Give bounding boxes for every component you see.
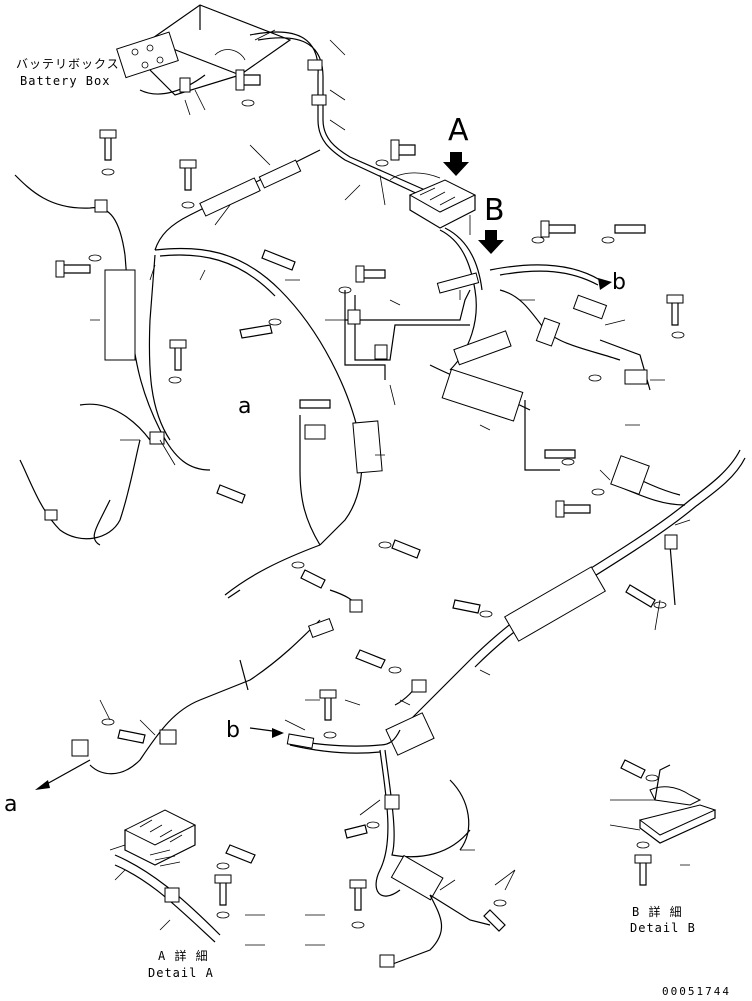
ref-b-lower: b <box>226 718 240 743</box>
marker-b: B <box>484 193 505 228</box>
connector-block-a <box>389 172 477 229</box>
arrow-a-icon <box>443 152 469 176</box>
detail-a-title-jp: A 詳 細 <box>158 949 209 963</box>
detail-b-drawing <box>638 764 717 844</box>
washer-icons <box>88 99 685 929</box>
marker-a: A <box>448 113 469 148</box>
leader-lines <box>90 29 691 946</box>
document-number: 00051744 <box>662 985 731 998</box>
detail-a-drawing <box>114 809 221 943</box>
battery-box-label-en: Battery Box <box>20 74 111 88</box>
ref-a-lower: a <box>4 792 18 817</box>
battery-box-label-jp: バッテリボックス <box>16 57 120 71</box>
detail-a-title-en: Detail A <box>148 966 214 980</box>
ref-b-upper: b <box>612 270 626 295</box>
battery-box <box>116 4 292 96</box>
arrow-b-icon <box>478 230 504 254</box>
detail-b-title-en: Detail B <box>630 921 696 935</box>
ref-a-upper: a <box>238 394 252 419</box>
bolt-icons <box>55 69 684 932</box>
detail-b-title-jp: B 詳 細 <box>632 905 683 919</box>
